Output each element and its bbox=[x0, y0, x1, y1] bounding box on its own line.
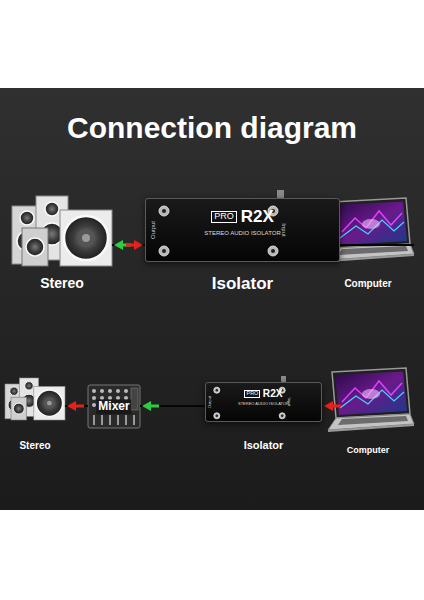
arrow-head bbox=[142, 401, 151, 411]
device-caption: Stereo bbox=[19, 440, 50, 451]
brand-row: PROR2X bbox=[206, 388, 321, 399]
rca-jack-hole bbox=[216, 415, 218, 417]
rca-jack bbox=[214, 387, 220, 393]
rca-jack bbox=[159, 206, 169, 216]
arrow-stem bbox=[76, 405, 84, 408]
model-name: R2X bbox=[241, 208, 274, 227]
drawing-part bbox=[109, 415, 111, 425]
arrow-head bbox=[67, 401, 76, 411]
switch bbox=[277, 190, 284, 198]
rca-jack bbox=[214, 413, 220, 419]
title: Connection diagram bbox=[0, 111, 424, 144]
signal-connector bbox=[65, 401, 88, 411]
drawing-part bbox=[117, 415, 119, 425]
device-caption: Computer bbox=[344, 278, 391, 289]
arrow-stem bbox=[126, 244, 134, 247]
arrow-stem bbox=[333, 405, 341, 408]
port-label: Output bbox=[150, 221, 157, 239]
drawing-part bbox=[108, 389, 112, 393]
model-name: R2X bbox=[263, 388, 283, 399]
rca-jack-hole bbox=[271, 249, 275, 253]
speaker-drawing bbox=[12, 196, 112, 266]
isolator-box: PROR2XSTEREO AUDIO ISOLATOROutputInputIs… bbox=[205, 382, 322, 422]
rca-jack bbox=[268, 246, 278, 256]
computer-node: Computer bbox=[322, 198, 414, 264]
rca-jack bbox=[279, 413, 285, 419]
mixer-drawing bbox=[88, 385, 140, 428]
laptop-drawing bbox=[328, 368, 414, 432]
port-label: Input bbox=[287, 398, 291, 407]
drawing-part bbox=[88, 385, 140, 428]
dark-panel bbox=[0, 88, 424, 510]
device-caption: Computer bbox=[347, 446, 390, 456]
brand-badge: PRO bbox=[244, 390, 260, 398]
signal-connector bbox=[322, 401, 341, 411]
signal-connector bbox=[140, 401, 205, 411]
rca-jack-hole bbox=[162, 209, 166, 213]
port-label: Input bbox=[281, 223, 288, 236]
drawing-part bbox=[101, 415, 103, 425]
arrow-head bbox=[114, 240, 123, 250]
speaker-node: Stereo bbox=[12, 196, 112, 266]
mixer-node: Mixer bbox=[88, 385, 140, 428]
drawing-part bbox=[93, 415, 135, 425]
rca-jack-hole bbox=[216, 389, 218, 391]
drawing-part bbox=[100, 389, 104, 393]
drawing-part bbox=[125, 415, 127, 425]
product-subtitle: STEREO AUDIO ISOLATOR bbox=[146, 230, 339, 237]
arrow-head bbox=[134, 240, 143, 250]
mixer-label: Mixer bbox=[96, 399, 131, 414]
signal-connector bbox=[112, 240, 145, 250]
rca-jack-hole bbox=[281, 415, 283, 417]
drawing-part bbox=[92, 389, 96, 393]
isolator-box: PROR2XSTEREO AUDIO ISOLATOROutputInputIs… bbox=[145, 198, 340, 262]
speaker-node: Stereo bbox=[5, 378, 65, 420]
arrow-stem bbox=[151, 405, 159, 408]
drawing-part bbox=[124, 389, 128, 393]
drawing-part bbox=[116, 389, 120, 393]
drawing-part bbox=[93, 415, 95, 425]
port-label: Output bbox=[208, 396, 212, 408]
product-subtitle: STEREO AUDIO ISOLATOR bbox=[206, 402, 321, 406]
rca-jack bbox=[159, 246, 169, 256]
drawing-part bbox=[133, 415, 135, 425]
computer-node: Computer bbox=[322, 368, 414, 434]
brand-row: PRO R2X bbox=[146, 208, 339, 227]
arrow-head bbox=[324, 401, 333, 411]
device-caption: Isolator bbox=[212, 275, 273, 294]
speaker-drawing bbox=[5, 378, 65, 420]
rca-jack-hole bbox=[162, 249, 166, 253]
laptop-drawing bbox=[328, 198, 414, 262]
brand-badge: PRO bbox=[211, 211, 237, 223]
device-caption: Isolator bbox=[244, 439, 284, 451]
drawing-part bbox=[131, 388, 138, 410]
device-caption: Stereo bbox=[40, 276, 84, 291]
